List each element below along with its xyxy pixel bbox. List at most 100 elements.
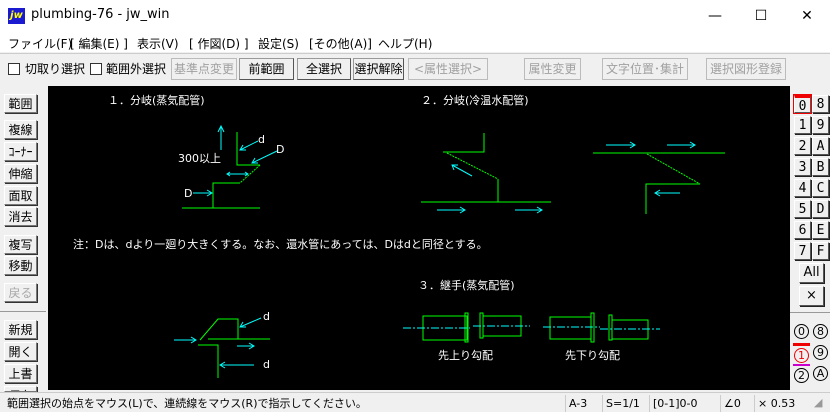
group-0[interactable]: 0 [793,322,810,341]
angle-display[interactable]: ∠0 [720,395,753,412]
layer-all-button[interactable]: All [799,263,824,283]
arrow-right-icon [606,141,636,149]
pipe-line [212,182,240,208]
select-all-button[interactable]: 全選択 [297,58,351,80]
layer-3[interactable]: 3 [794,158,811,176]
layer-B[interactable]: B [812,158,829,176]
close-button[interactable]: ✕ [801,8,813,24]
group-label: 1 [794,348,809,363]
minimize-button[interactable]: — [708,8,722,24]
tool-new[interactable]: 新規 [4,320,37,339]
tool-overwrite[interactable]: 上書 [4,364,37,383]
group-label: 8 [813,324,828,339]
tool-range[interactable]: 範囲 [4,94,37,113]
arrow-D-icon [251,150,278,164]
group-A[interactable]: A [812,364,829,383]
pipe-line [446,152,499,180]
layer-A[interactable]: A [812,137,829,155]
layer-0[interactable]: 0 [793,94,812,114]
title-bar: jw plumbing-76 - jw_win — ☐ ✕ [0,0,830,32]
tool-undo[interactable]: 戻る [4,283,37,302]
tool-erase[interactable]: 消去 [4,207,37,226]
text-position-button[interactable]: 文字位置･集計 [602,58,688,80]
deselect-button[interactable]: 選択解除 [353,58,404,80]
menu-file[interactable]: ファイル(F) [8,37,73,51]
label-slope-down: 先下り勾配 [565,349,620,362]
note-text: 注：Dは、dより一廻り大きくする。なお、還水管にあっては、Dはdと同径とする。 [73,237,488,251]
layer-9[interactable]: 9 [812,116,829,134]
layer-2[interactable]: 2 [794,137,811,155]
menu-draw[interactable]: [ 作図(D) ] [189,37,249,51]
title-branch-water: ２．分岐(冷温水配管) [421,93,529,107]
register-shape-button[interactable]: 選択図形登録 [706,58,786,80]
layer-C[interactable]: C [812,179,829,197]
layer-F[interactable]: F [812,242,829,260]
status-bar: 範囲選択の始点をマウス(L)で、連続線をマウス(R)で指示してください。 A-3… [0,392,830,412]
group-2[interactable]: 2 [793,364,810,383]
layer-4[interactable]: 4 [794,179,811,197]
arrow-d-icon [239,140,259,151]
resize-grip-icon[interactable]: ◢ [814,396,823,409]
layer-display[interactable]: [0-1]0-0 [649,395,717,412]
tool-chamfer[interactable]: 面取 [4,186,37,205]
pipe-line [198,344,219,378]
prev-range-button[interactable]: 前範囲 [239,58,294,80]
layer-E[interactable]: E [812,221,829,239]
paper-size[interactable]: A-3 [565,395,599,412]
status-message: 範囲選択の始点をマウス(L)で、連続線をマウス(R)で指示してください。 [7,397,367,410]
tool-corner[interactable]: ｺｰﾅｰ [4,142,37,161]
pipe-line [645,183,700,214]
layer-D[interactable]: D [812,200,829,218]
attr-change-button[interactable]: 属性変更 [524,58,581,80]
scale-display[interactable]: S=1/1 [602,395,648,412]
pipe-line [236,132,260,166]
tool-move[interactable]: 移動 [4,256,37,275]
layer-none-button[interactable]: × [799,286,824,306]
menu-settings[interactable]: 設定(S) [258,37,299,51]
menu-help[interactable]: ヘルプ(H) [378,37,433,51]
group-label: 2 [794,368,809,383]
zoom-display[interactable]: × 0.53 [754,395,810,412]
drawing-svg[interactable]: １．分岐(蒸気配管) ２．分岐(冷温水配管) ３．継手(蒸気配管) 注：Dは、d… [48,86,790,390]
tool-open[interactable]: 開く [4,342,37,361]
layer-1[interactable]: 1 [794,116,811,134]
pipe-body [549,316,592,340]
layer-7[interactable]: 7 [794,242,811,260]
menu-other[interactable]: [その他(A)] [309,37,372,51]
group-9[interactable]: 9 [812,343,829,362]
maximize-button[interactable]: ☐ [754,8,768,24]
group-8[interactable]: 8 [812,322,829,341]
arrow-right-icon [237,342,255,350]
arrow-right-icon [437,206,466,214]
tool-stretch[interactable]: 伸縮 [4,164,37,183]
cut-select-checkbox[interactable] [8,63,20,75]
pipe-lines [182,132,725,378]
label-d: d [263,358,270,371]
menu-view[interactable]: 表示(V) [137,37,179,51]
pipe-line [646,153,701,185]
label-d: d [258,133,265,146]
group-label: A [813,366,828,381]
group-1[interactable]: 1 [793,343,810,363]
divider [790,312,830,313]
attr-select-button[interactable]: <属性選択> [408,58,488,80]
layer-6[interactable]: 6 [794,221,811,239]
tool-save[interactable]: 保存 [4,386,37,392]
arrow-left-icon [654,189,680,197]
divider [0,311,46,312]
outside-select-checkbox[interactable] [90,63,102,75]
label-D: D [184,187,192,200]
toolbar: 切取り選択 範囲外選択 基準点変更 前範囲 全選択 選択解除 <属性選択> 属性… [0,53,830,81]
layer-8[interactable]: 8 [812,95,829,113]
layer-panel: 0 8 1 9 2 A 3 B 4 C 5 D 6 E 7 F All × 0 … [790,85,830,391]
app-icon: jw [8,8,25,24]
arrow-right-icon [515,206,543,214]
base-point-button[interactable]: 基準点変更 [171,58,237,80]
flow-arrows [174,124,696,369]
tool-copy[interactable]: 複写 [4,235,37,254]
drawing-canvas[interactable]: １．分岐(蒸気配管) ２．分岐(冷温水配管) ３．継手(蒸気配管) 注：Dは、d… [48,86,790,390]
layer-5[interactable]: 5 [794,200,811,218]
menu-edit[interactable]: [ 編集(E) ] [70,37,128,51]
window-title: plumbing-76 - jw_win [31,7,170,22]
tool-parallel-line[interactable]: 複線 [4,120,37,139]
